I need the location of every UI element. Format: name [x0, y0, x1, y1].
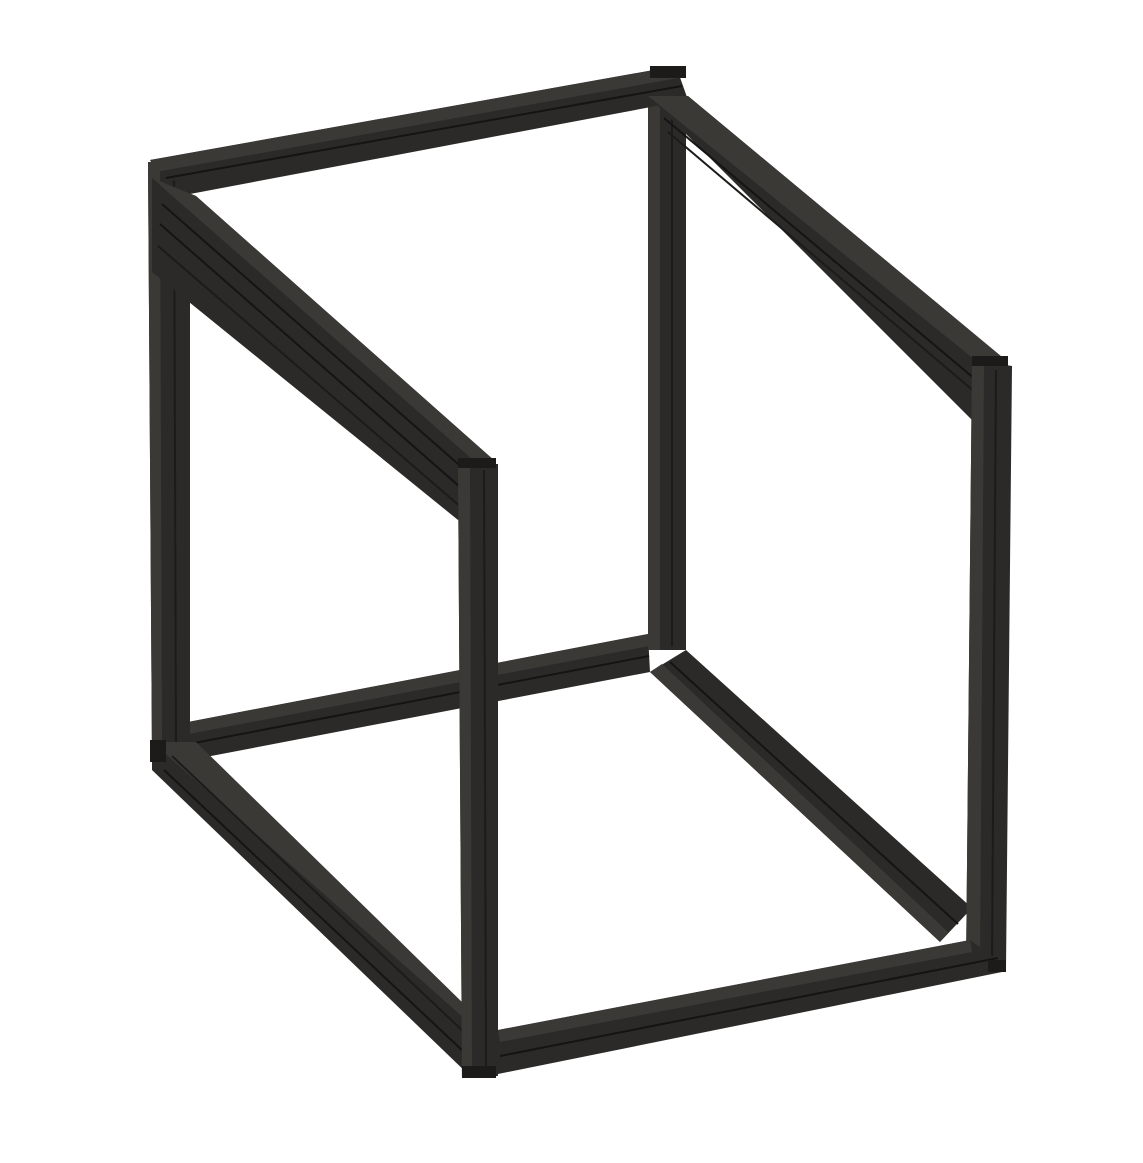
post-back-right — [648, 96, 686, 650]
bottom-right-rail — [650, 650, 972, 942]
post-back-left — [148, 162, 190, 758]
top-back-rail — [150, 66, 688, 194]
bottom-left-rail — [150, 740, 470, 1076]
post-front — [458, 458, 498, 1078]
post-right — [966, 356, 1012, 968]
top-right-rail — [648, 96, 1008, 420]
bottom-front-rail — [498, 940, 1006, 1074]
top-left-rail — [152, 178, 496, 520]
bottom-back-rail — [188, 634, 650, 760]
